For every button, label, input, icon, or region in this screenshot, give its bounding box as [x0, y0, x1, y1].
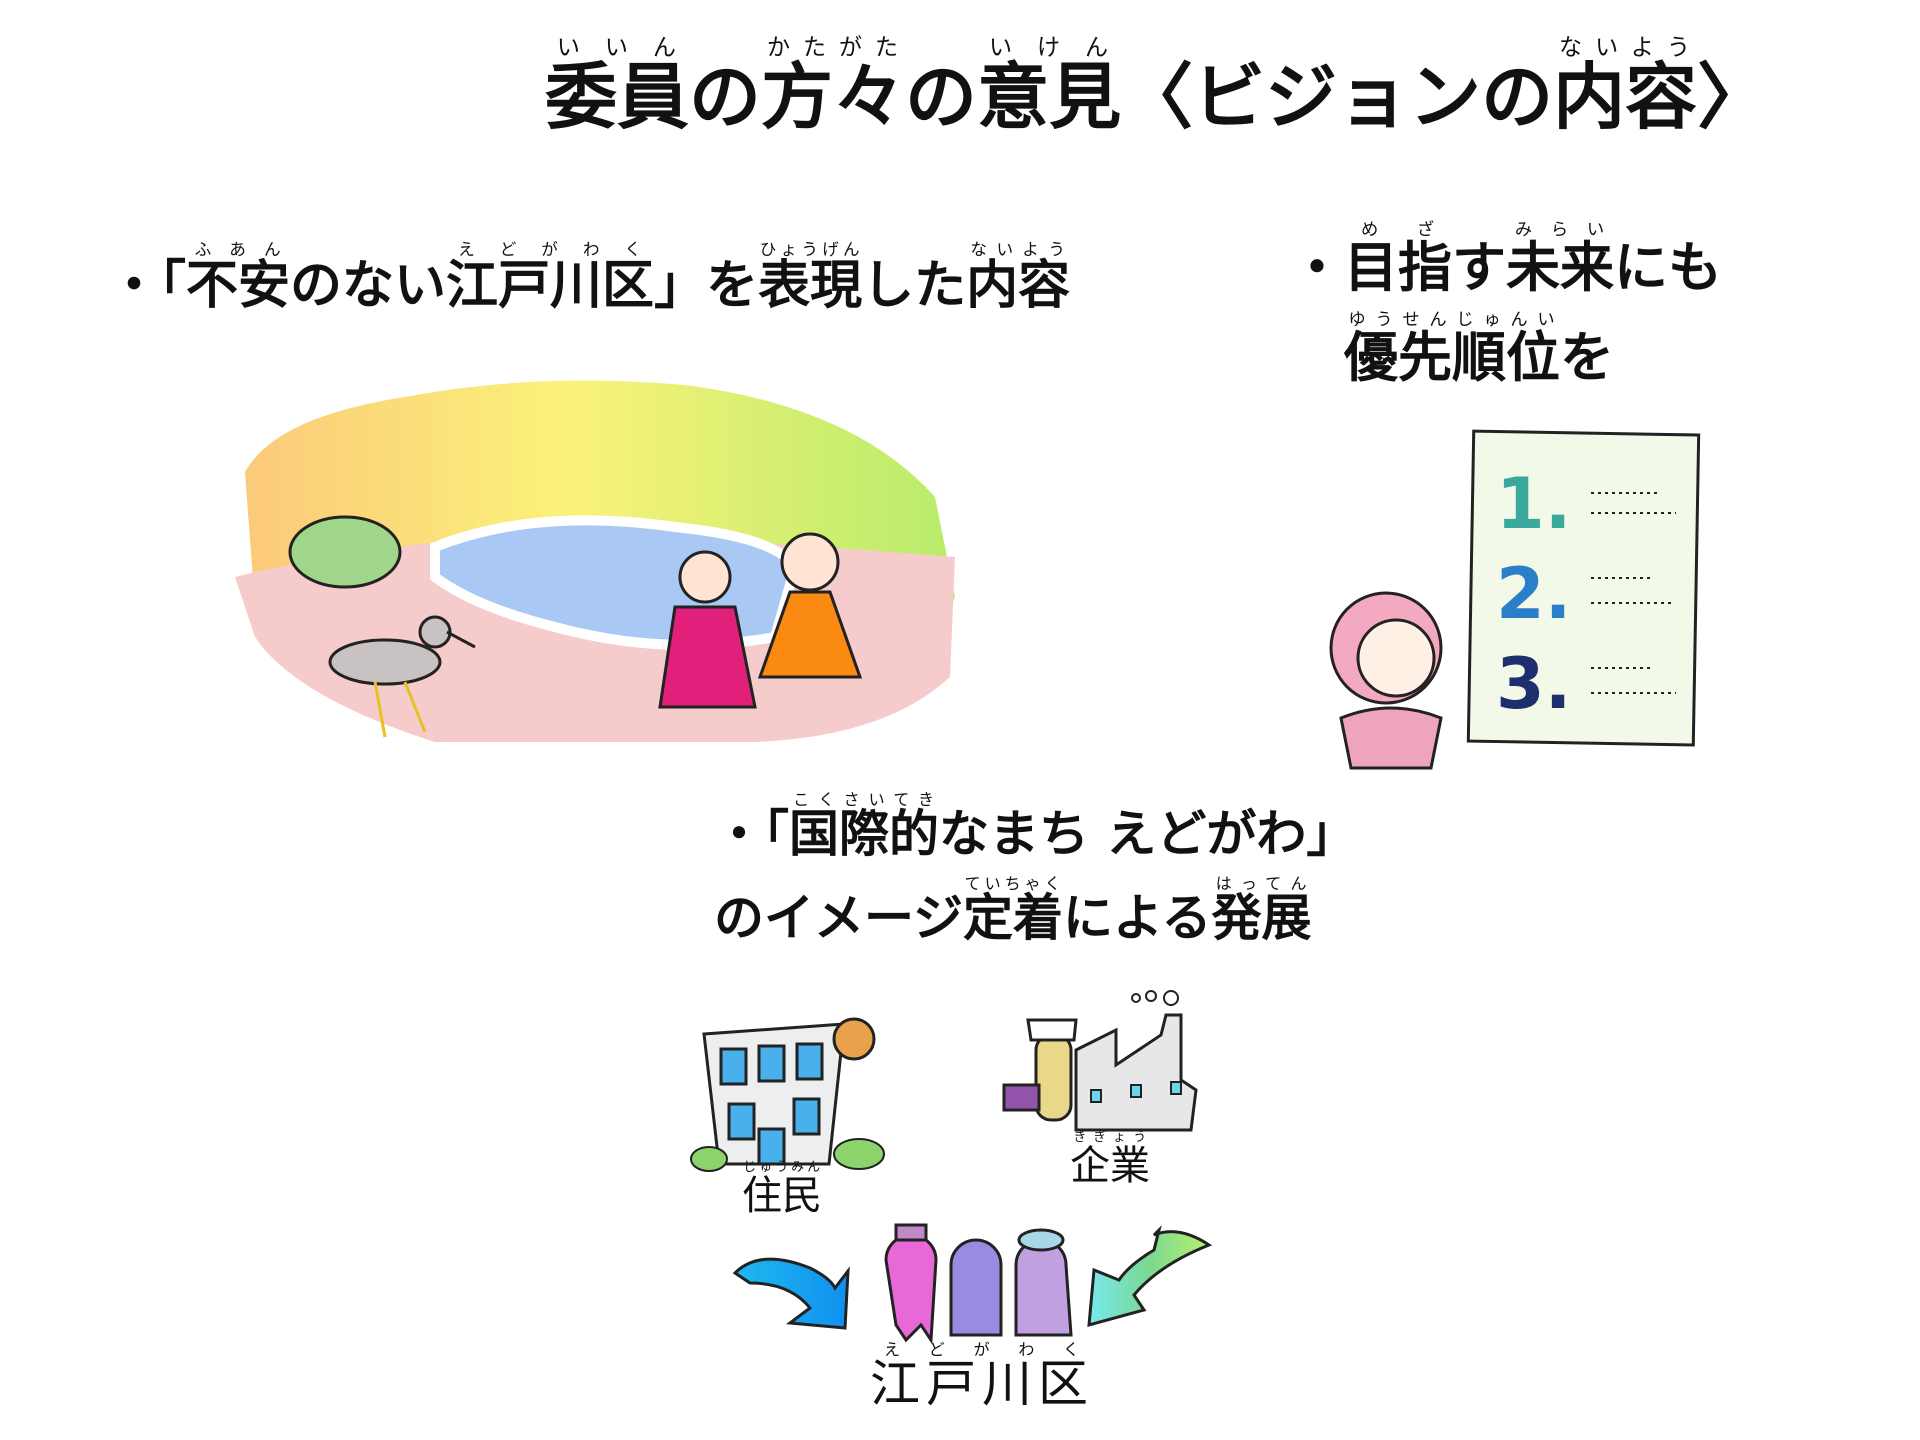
arrow-left-blue-icon — [732, 1257, 850, 1330]
ruby-base: 江戸川区 — [870, 1355, 1094, 1413]
list-number-3: 3. — [1496, 643, 1571, 725]
ruby-word: 江戸川区えどがわく — [446, 240, 655, 316]
text-line: ・「国際的こくさいてきなまち えどがわ」 — [714, 790, 1356, 874]
priority-list-illustration: 1. 2. 3. — [1329, 429, 1701, 770]
furigana: ないよう — [1553, 35, 1698, 61]
ruby-word: 優先順位ゆうせんじゅんい — [1344, 310, 1560, 389]
ruby-base: 優先順位 — [1344, 325, 1560, 389]
text-segment: のイメージ — [714, 889, 963, 947]
text-segment: による — [1063, 889, 1212, 947]
opinion-item-safe-edogawa: ・「不安ふあんのない江戸川区えどがわく」を表現ひょうげんした内容ないよう — [108, 240, 1070, 325]
ruby-base: 不安 — [186, 256, 291, 316]
furigana: かたがた — [761, 35, 906, 61]
bird-icon — [328, 615, 476, 738]
ruby-base: 定着 — [963, 889, 1063, 947]
beach-scene-illustration — [235, 380, 955, 742]
text-segment: 〈ビジョンの — [1121, 55, 1554, 139]
person-orange-dress-icon — [757, 532, 863, 679]
text-segment: ・ — [1290, 236, 1344, 299]
furigana: めざ — [1344, 220, 1452, 240]
ruby-base: 目指 — [1344, 236, 1452, 299]
companies-label: 企業きぎょう — [1070, 1130, 1150, 1191]
text-segment: の — [905, 55, 978, 139]
opinion-item-international-town: ・「国際的こくさいてきなまち えどがわ」のイメージ定着ていちゃくによる発展はって… — [714, 790, 1356, 958]
furigana: ふあん — [186, 240, 291, 259]
text-segment: す — [1452, 236, 1506, 299]
text-segment: を — [1560, 325, 1614, 389]
list-number-1: 1. — [1496, 463, 1571, 545]
worker-with-clipboard-icon — [1002, 1018, 1078, 1122]
text-segment: した — [862, 256, 967, 316]
text-segment: のない — [290, 256, 447, 316]
ruby-base: 意見 — [977, 55, 1122, 139]
furigana: ひょうげん — [758, 240, 863, 259]
furigana: ないよう — [966, 240, 1071, 259]
ruby-base: 国際的 — [789, 805, 939, 863]
ruby-base: 住民 — [742, 1173, 822, 1219]
arrow-right-green-icon — [1087, 1225, 1213, 1328]
edogawa-label: 江戸川区えどがわく — [870, 1340, 1094, 1416]
residents-label: 住民じゅうみん — [742, 1160, 822, 1221]
bush-icon — [288, 515, 402, 589]
ruby-base: 表現 — [758, 256, 863, 316]
furigana: こくさいてき — [789, 790, 939, 809]
furigana: みらい — [1506, 220, 1614, 240]
ruby-base: 委員 — [545, 55, 690, 139]
ruby-word: 定着ていちゃく — [963, 874, 1063, 947]
ruby-word: 方々かたがた — [761, 35, 906, 139]
text-segment: 」を — [654, 256, 759, 316]
ruby-word: 発展はってん — [1211, 874, 1312, 947]
ruby-base: 内容 — [1553, 55, 1698, 139]
text-segment: 〉 — [1697, 55, 1770, 139]
furigana: きぎょう — [1070, 1130, 1150, 1145]
furigana: えどがわく — [446, 240, 655, 259]
ruby-word: 企業きぎょう — [1070, 1130, 1150, 1189]
text-segment: ・「 — [108, 256, 187, 316]
text-segment — [1290, 326, 1344, 389]
text-segment: の — [689, 55, 762, 139]
text-segment: ・「 — [714, 805, 789, 863]
ruby-word: 不安ふあん — [186, 240, 291, 316]
ruby-base: 企業 — [1070, 1143, 1150, 1189]
ruby-word: 内容ないよう — [966, 240, 1071, 316]
presenter-girl-icon — [1329, 591, 1443, 770]
furigana: いけん — [977, 35, 1122, 61]
ruby-base: 未来 — [1506, 236, 1614, 299]
furigana: ていちゃく — [963, 874, 1063, 893]
furigana: いいん — [545, 35, 690, 61]
furigana: じゅうみん — [742, 1160, 822, 1175]
ruby-word: 目指めざ — [1344, 220, 1452, 299]
text-line: ・「不安ふあんのない江戸川区えどがわく」を表現ひょうげんした内容ないよう — [108, 240, 1070, 325]
ruby-word: 住民じゅうみん — [742, 1160, 822, 1219]
person-pink-dress-icon — [658, 550, 757, 709]
ruby-word: 江戸川区えどがわく — [870, 1340, 1094, 1413]
list-number-2: 2. — [1496, 553, 1571, 635]
opinion-item-priorities: ・目指めざす未来みらいにも 優先順位ゆうせんじゅんいを — [1290, 220, 1722, 399]
text-line: のイメージ定着ていちゃくによる発展はってん — [714, 874, 1356, 958]
ruby-base: 江戸川区 — [446, 256, 655, 316]
waving-person-icon — [832, 1017, 876, 1061]
edogawa-characters-illustration — [884, 1223, 1073, 1345]
text-segment: なまち えどがわ」 — [939, 805, 1357, 863]
page-title: 委員いいんの方々かたがたの意見いけん〈ビジョンの内容ないよう〉 — [545, 35, 1769, 151]
ruby-base: 発展 — [1211, 889, 1312, 947]
ruby-base: 内容 — [966, 256, 1071, 316]
factory-illustration — [1002, 990, 1198, 1132]
priority-list-board — [1466, 429, 1701, 747]
ruby-base: 方々 — [761, 55, 906, 139]
furigana: えどがわく — [870, 1340, 1094, 1359]
furigana: ゆうせんじゅんい — [1344, 309, 1560, 330]
residential-building-illustration — [690, 1017, 885, 1172]
ruby-word: 内容ないよう — [1553, 35, 1698, 139]
ruby-word: 表現ひょうげん — [758, 240, 863, 316]
text-line: 優先順位ゆうせんじゅんいを — [1290, 310, 1722, 400]
text-segment: にも — [1614, 236, 1722, 299]
ruby-word: 国際的こくさいてき — [789, 790, 939, 863]
text-line: ・目指めざす未来みらいにも — [1290, 220, 1722, 310]
ruby-word: 意見いけん — [977, 35, 1122, 139]
ruby-word: 委員いいん — [545, 35, 690, 139]
ruby-word: 未来みらい — [1506, 220, 1614, 299]
furigana: はってん — [1211, 874, 1312, 893]
